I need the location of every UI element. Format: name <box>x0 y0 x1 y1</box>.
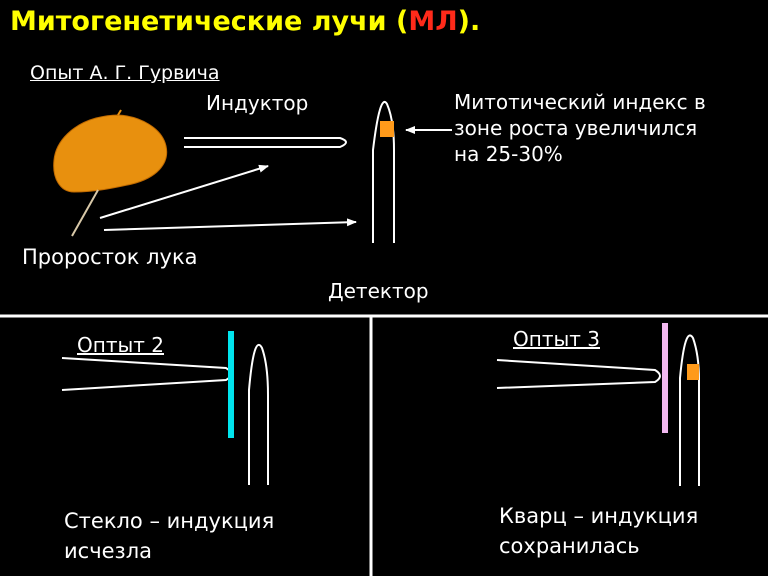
experiment-3-caption-line-2: сохранилась <box>499 534 640 558</box>
growth-zone-marker-3 <box>687 364 699 380</box>
experiment-1-heading: Опыт А. Г. Гурвича <box>30 62 220 84</box>
experiment-3-caption-line-1: Кварц – индукция <box>499 504 699 528</box>
quartz-plate <box>662 323 668 433</box>
experiment-2-caption: Стекло – индукция исчезла <box>64 506 274 566</box>
experiment-2-caption-line-2: исчезла <box>64 539 152 563</box>
arrow-to-detector-upper <box>99 164 269 219</box>
experiment-3-caption: Кварц – индукция сохранилась <box>499 501 698 561</box>
result-text: Митотический индекс в зоне роста увеличи… <box>454 89 706 167</box>
onion-sprout-label: Проросток лука <box>22 245 198 269</box>
inductor-root <box>184 137 347 148</box>
title-highlight: МЛ <box>408 6 458 37</box>
inductor-label: Индуктор <box>206 91 309 115</box>
result-line-3: на 25-30% <box>454 142 563 166</box>
experiment-3-heading: Оптыт 3 <box>513 327 600 351</box>
experiment-3-setup <box>496 323 700 486</box>
result-line-1: Митотический индекс в <box>454 90 706 114</box>
detector-root <box>372 101 395 243</box>
arrow-to-detector-lower <box>103 218 357 231</box>
glass-plate <box>228 331 234 438</box>
growth-zone-marker <box>380 121 394 137</box>
detector-label: Детектор <box>328 279 429 303</box>
page-title: Митогенетические лучи (МЛ). <box>10 6 480 37</box>
experiment-2-heading: Оптыт 2 <box>77 333 164 357</box>
experiment-2-setup <box>61 331 269 485</box>
experiment-2-caption-line-1: Стекло – индукция <box>64 509 275 533</box>
onion-sprout <box>53 109 168 237</box>
result-line-2: зоне роста увеличился <box>454 116 698 140</box>
title-suffix: ). <box>457 6 481 37</box>
title-prefix: Митогенетические лучи ( <box>10 6 409 37</box>
